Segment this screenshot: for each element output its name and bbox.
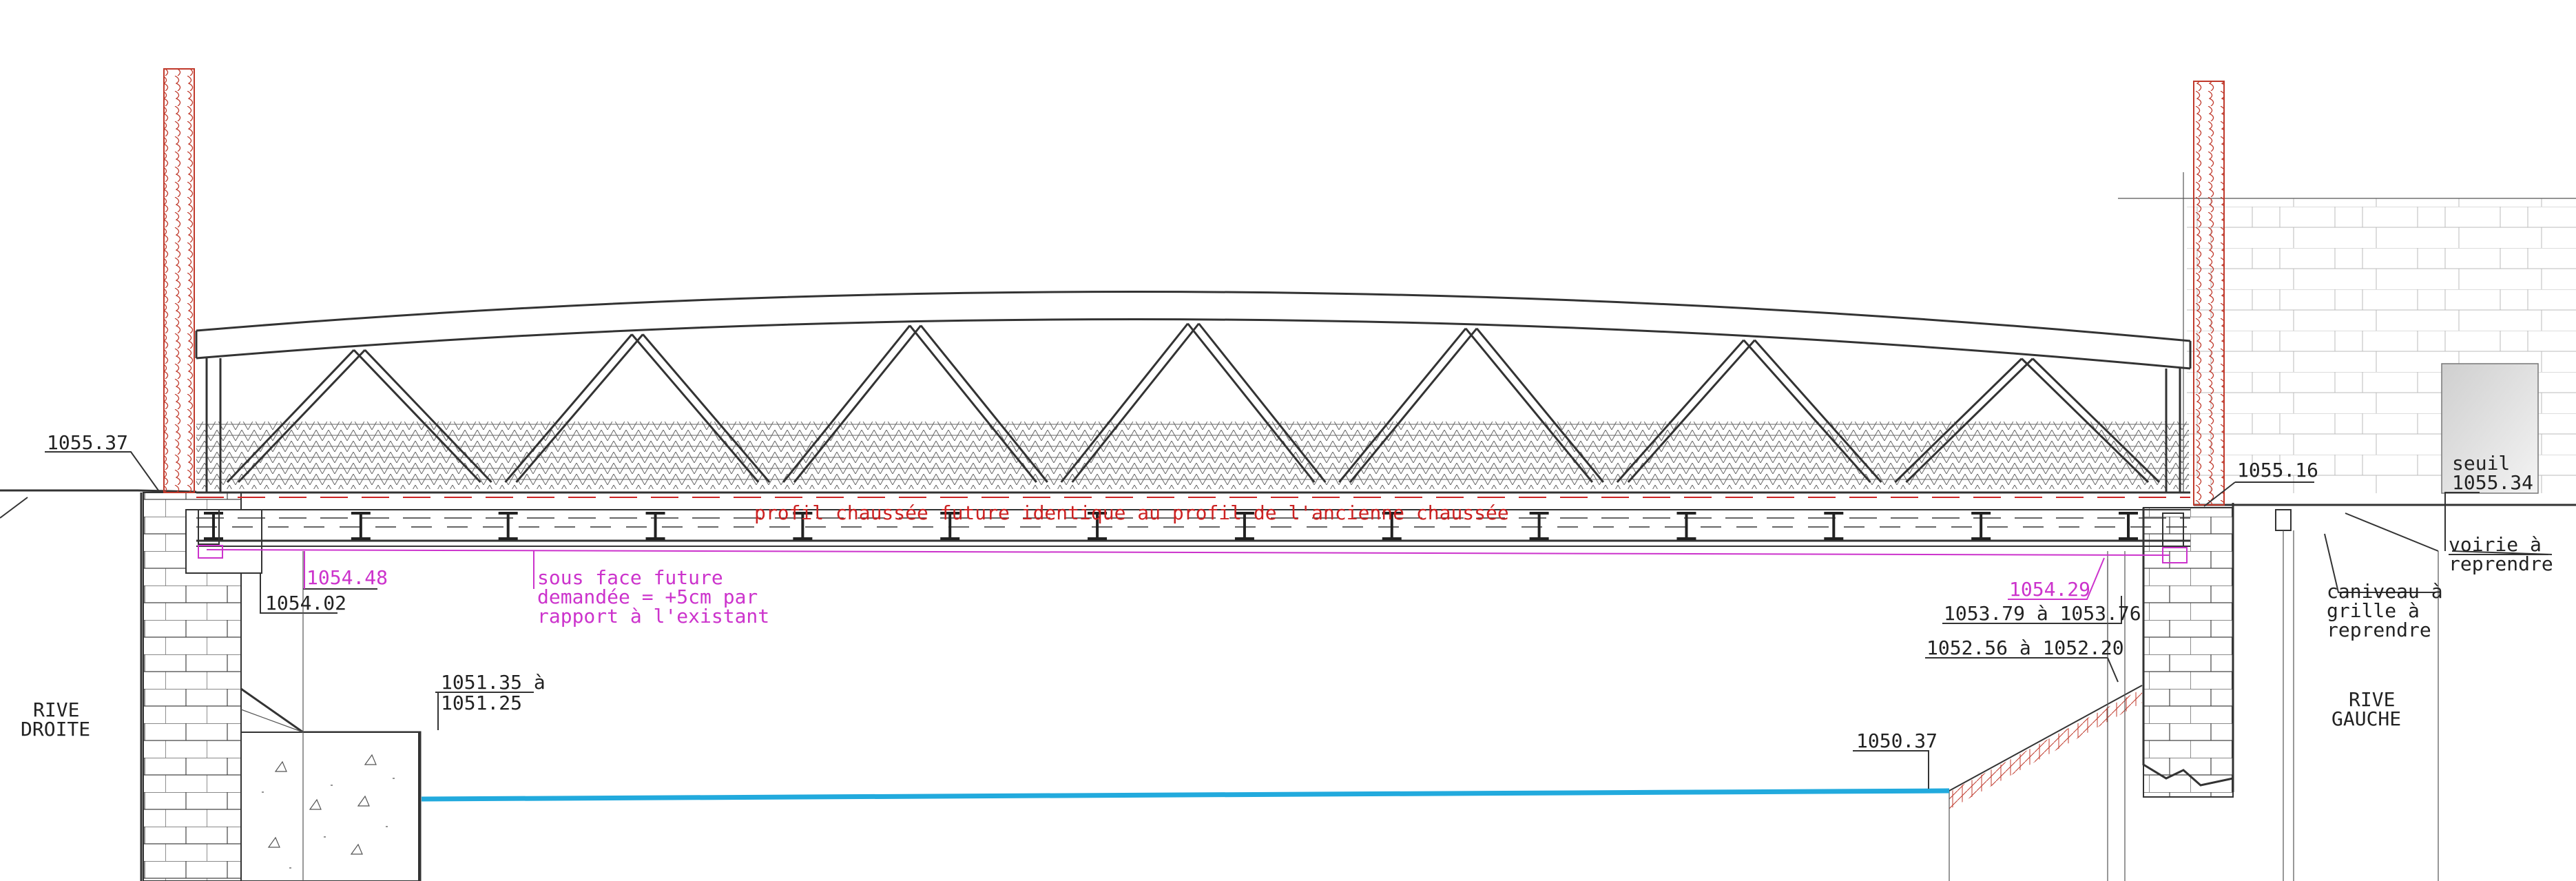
truss-diagonal <box>1627 339 1756 483</box>
caniveau-label: caniveau à <box>2327 580 2443 603</box>
truss-diagonal <box>515 333 644 483</box>
deck-beam <box>940 512 960 540</box>
truss-diagonal <box>2021 357 2150 484</box>
level-1050-37: 1050.37 <box>1856 729 1938 752</box>
deck-beam <box>1234 512 1254 540</box>
rive-droite-label: RIVE <box>33 698 79 721</box>
caniveau-label-2: grille à <box>2327 599 2420 622</box>
truss-diagonal <box>353 349 481 484</box>
water-surface <box>421 788 1950 802</box>
level-1054-29: 1054.29 <box>2009 578 2090 601</box>
level-1051-35: 1051.35 à <box>441 671 546 694</box>
deck-beam <box>204 512 223 540</box>
truss-diagonal <box>237 349 366 484</box>
caniveau-label-3: reprendre <box>2327 619 2431 641</box>
sous-face-note-2: demandée = +5cm par <box>537 585 758 608</box>
deck-beam <box>1529 512 1549 540</box>
door-threshold <box>2441 363 2539 494</box>
truss-diagonal <box>631 333 760 483</box>
deck-beam <box>1088 512 1108 540</box>
deck-beam <box>1971 512 1991 540</box>
level-1054-48: 1054.48 <box>307 566 388 589</box>
seuil-level: 1055.34 <box>2452 471 2533 494</box>
truss-diagonal <box>1616 339 1745 483</box>
deck <box>196 497 2190 563</box>
voirie-label: voirie à <box>2449 533 2542 556</box>
deck-beam <box>351 512 371 540</box>
left-brick-pillar <box>163 68 195 493</box>
right-abutment <box>1949 503 2439 881</box>
truss-diagonal <box>793 324 922 483</box>
truss-diagonal <box>1060 322 1189 483</box>
level-1051-25: 1051.25 <box>441 692 522 714</box>
level-1052-56: 1052.56 à 1052.20 <box>1926 636 2124 659</box>
truss-diagonal <box>1894 357 2023 484</box>
truss-diagonal <box>364 349 492 484</box>
truss-diagonal <box>2032 357 2161 484</box>
truss-diagonal <box>1464 327 1594 483</box>
truss-diagonal <box>782 324 911 483</box>
truss-diagonal <box>1349 327 1478 483</box>
truss-diagonals <box>226 322 2161 484</box>
profil-note: profil chaussée future identique au prof… <box>754 501 1509 524</box>
rive-gauche-label: RIVE <box>2349 688 2395 711</box>
left-abutment <box>140 492 422 881</box>
truss-diagonal <box>1071 322 1200 483</box>
truss-diagonal <box>504 333 633 483</box>
truss-diagonal <box>1754 339 1882 483</box>
right-brick-pillar <box>2193 81 2225 506</box>
truss-diagonal <box>1475 327 1605 483</box>
deck-beam <box>498 512 518 540</box>
deck-mesh-infill <box>196 422 2189 489</box>
truss-diagonal <box>920 324 1048 483</box>
truss <box>195 291 2192 494</box>
truss-diagonal <box>1905 357 2034 484</box>
level-1055-37: 1055.37 <box>47 431 128 454</box>
voirie-label-2: reprendre <box>2449 552 2553 575</box>
truss-diagonal <box>226 349 355 484</box>
top-chord <box>196 291 2191 342</box>
deck-beam <box>1824 512 1844 540</box>
truss-diagonal <box>908 324 1037 483</box>
level-1054-02: 1054.02 <box>265 592 346 614</box>
deck-beam <box>2119 512 2138 540</box>
level-1053-79: 1053.79 à 1053.76 <box>1944 602 2141 625</box>
truss-diagonal <box>1187 322 1316 483</box>
deck-beam <box>645 512 665 540</box>
seuil-label: seuil <box>2452 452 2510 475</box>
truss-diagonal <box>1198 322 1327 483</box>
building-wall <box>2118 172 2576 494</box>
rive-gauche-label-2: GAUCHE <box>2331 707 2401 730</box>
concrete-symbols <box>262 754 395 869</box>
truss-diagonal <box>1743 339 1871 483</box>
annotations <box>45 451 2548 881</box>
sous-face-note: sous face future <box>537 566 723 589</box>
truss-diagonal <box>642 333 771 483</box>
deck-beam <box>1676 512 1696 540</box>
deck-beam <box>793 512 813 540</box>
truss-diagonal <box>1338 327 1467 483</box>
labels: RIVE DROITE RIVE GAUCHE 1055.37 1054.48 … <box>21 431 2553 752</box>
level-1055-16: 1055.16 <box>2237 459 2318 481</box>
sous-face-note-3: rapport à l'existant <box>537 605 769 628</box>
rive-droite-label-2: DROITE <box>21 718 90 740</box>
deck-beams <box>204 512 2138 540</box>
deck-beam <box>1382 512 1402 540</box>
